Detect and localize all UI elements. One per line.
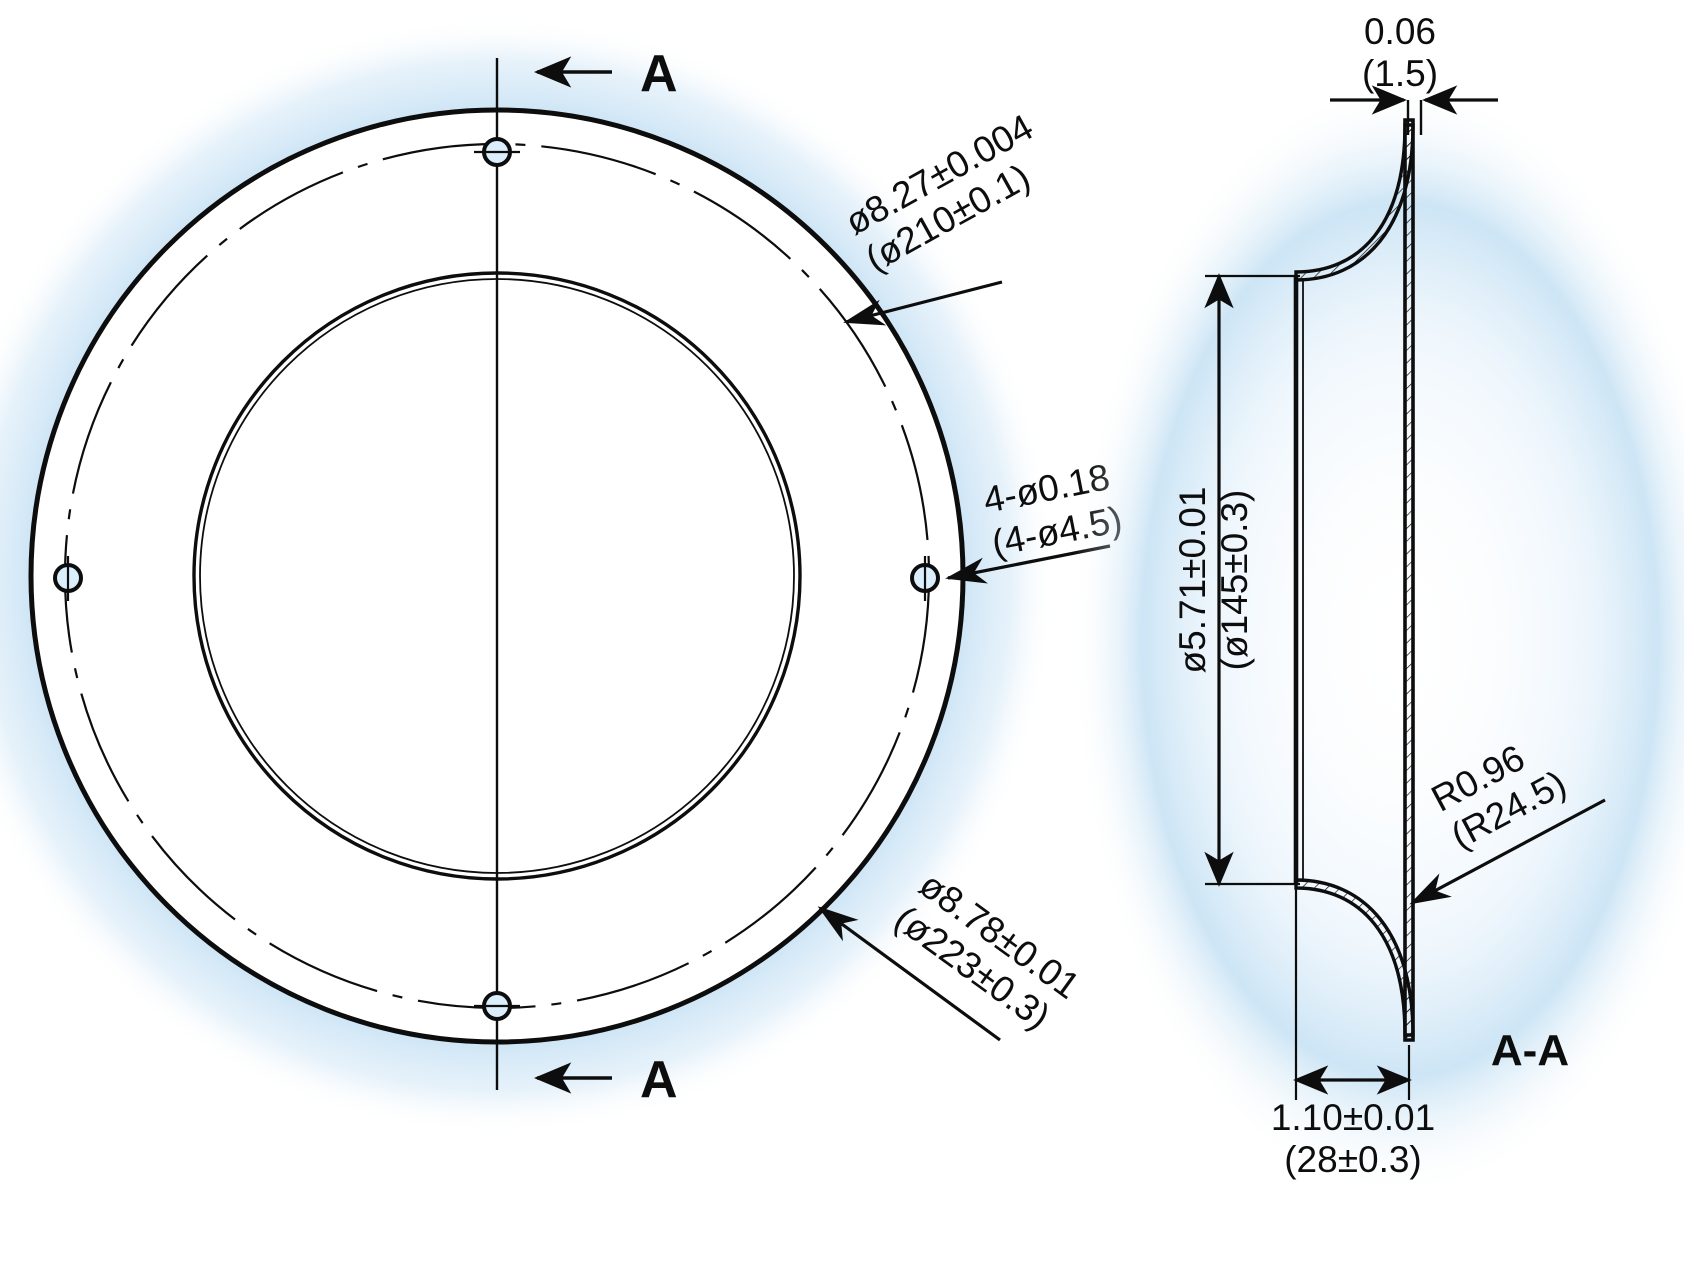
- radius-leader-line: [1409, 798, 1606, 905]
- bolt-hole-bottom: [474, 991, 520, 1021]
- section-view: 0.06 (1.5) ø5.71±0.01 (ø145±0.3) R0.96 (…: [1070, 11, 1684, 1200]
- section-marker-bottom: A: [533, 1051, 678, 1109]
- overall-depth-dimension: 1.10±0.01 (28±0.3): [1271, 888, 1435, 1180]
- section-profile: [1293, 118, 1415, 1042]
- inner-diameter-dim-primary: ø5.71±0.01: [1172, 487, 1213, 674]
- section-marker-top: A: [533, 45, 678, 103]
- section-web: [1403, 118, 1415, 1042]
- overall-depth-dim-primary: 1.10±0.01: [1271, 1097, 1435, 1138]
- inner-diameter-dim-secondary: (ø145±0.3): [1214, 490, 1255, 671]
- section-marker-bottom-label: A: [640, 1051, 678, 1109]
- wall-thickness-dim-primary: 0.06: [1364, 11, 1436, 52]
- wall-thickness-dim-secondary: (1.5): [1362, 53, 1438, 94]
- bolt-hole-left: [53, 556, 83, 601]
- inner-diameter-dimension: ø5.71±0.01 (ø145±0.3): [1172, 273, 1300, 887]
- front-view: A A ø8.27±0.004 (ø210±0.1) 4-ø0.18 (4-ø4…: [0, 16, 1125, 1136]
- section-marker-top-label: A: [640, 45, 678, 103]
- bolt-hole-top: [474, 137, 520, 167]
- section-view-label: A-A: [1491, 1026, 1569, 1075]
- bolt-hole-group: [53, 137, 940, 1021]
- bolt-hole-right: [910, 556, 940, 601]
- section-view-glow: [1070, 80, 1684, 1200]
- wall-thickness-dimension: 0.06 (1.5): [1330, 11, 1498, 135]
- overall-depth-dim-secondary: (28±0.3): [1284, 1139, 1422, 1180]
